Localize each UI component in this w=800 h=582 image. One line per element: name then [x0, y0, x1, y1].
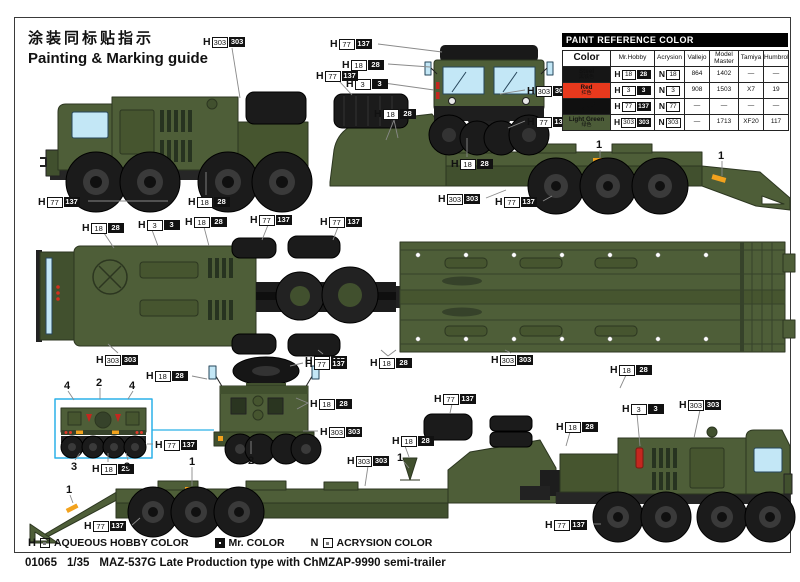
- kit-scale: 1/35: [66, 557, 90, 569]
- filled-box-icon: [214, 538, 225, 548]
- page-title: 涂装同标贴指示 Painting & Marking guide: [28, 27, 208, 67]
- numbered-box-icon: [322, 538, 333, 548]
- col-humbrol: Humbrol: [763, 50, 789, 67]
- paint-reference-table: PAINT REFERENCE COLOR Color Mr.Hobby Acr…: [562, 33, 789, 131]
- legend-aqueous: H AQUEOUS HOBBY COLOR: [28, 537, 189, 549]
- col-acrysion: Acrysion: [654, 50, 685, 67]
- page-title-chinese: 涂装同标贴指示: [28, 29, 155, 47]
- page-border-frame: [14, 17, 791, 553]
- legend-acrysion: N ACRYSION COLOR: [310, 537, 433, 549]
- kit-number: 01065: [25, 557, 57, 569]
- swatch-tire-black: Tire Black 轮胎黑: [562, 98, 611, 115]
- legend-mr-color: Mr. COLOR: [214, 537, 285, 549]
- col-color: Color: [562, 50, 611, 67]
- kit-name: MAZ-537G Late Production type with ChMZA…: [99, 557, 446, 569]
- swatch-steel: Steel 黑铁色: [562, 66, 611, 83]
- swatch-red: Red 红色: [562, 82, 611, 99]
- page-title-english: Painting & Marking guide: [28, 50, 209, 67]
- paint-table-column-row: Color Mr.Hobby Acrysion Vallejo Model Ma…: [562, 50, 789, 67]
- paint-table-header: PAINT REFERENCE COLOR: [562, 33, 788, 47]
- color-system-legend: H AQUEOUS HOBBY COLOR Mr. COLOR N ACRYSI…: [28, 537, 432, 549]
- numbered-box-icon: [39, 538, 50, 548]
- col-mr-hobby: Mr.Hobby: [610, 50, 655, 67]
- col-model-master: Model Master: [709, 50, 739, 67]
- col-vallejo: Vallejo: [684, 50, 710, 67]
- kit-footer: 01065 1/35 MAZ-537G Late Production type w…: [25, 557, 456, 569]
- swatch-light-green: Light Green 绿色: [562, 114, 611, 131]
- col-tamiya: Tamiya: [738, 50, 764, 67]
